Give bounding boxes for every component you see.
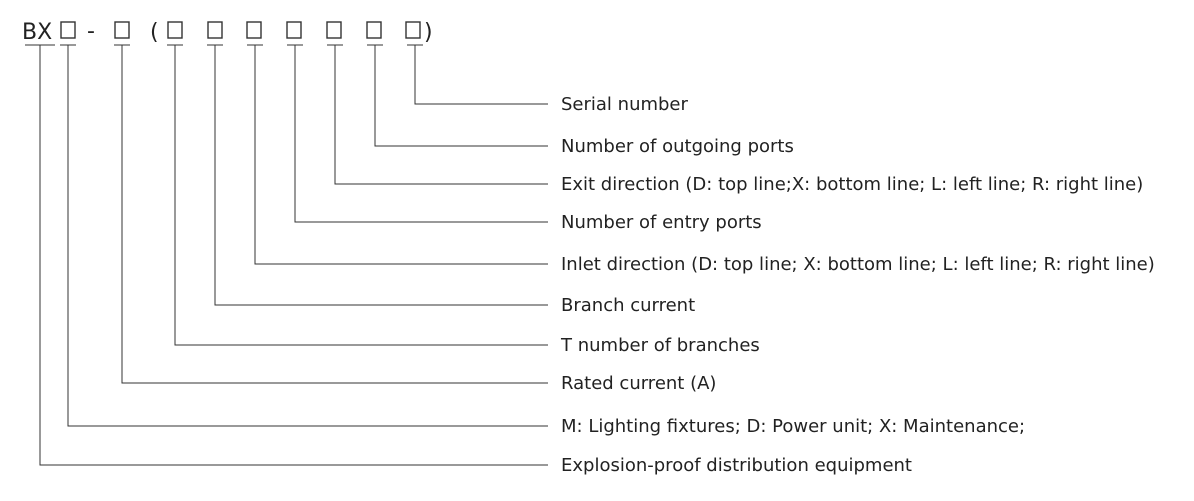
code-close-paren: ) <box>424 20 433 45</box>
code-box-exit-direction <box>326 21 342 39</box>
code-box-type <box>60 21 76 39</box>
field-label: Explosion-proof distribution equipment <box>561 455 912 476</box>
leader-line <box>414 45 548 105</box>
leader-line <box>174 45 548 346</box>
code-box-entry-ports <box>286 21 302 39</box>
leader-line <box>254 45 548 265</box>
leader-lines <box>25 44 548 466</box>
field-label: Number of entry ports <box>561 212 762 233</box>
code-box-branches <box>167 21 183 39</box>
code-box-branch-current <box>207 21 223 39</box>
leader-line <box>214 45 548 306</box>
code-box-inlet-direction <box>246 21 262 39</box>
code-prefix: BX <box>22 20 52 45</box>
leader-line <box>374 45 548 147</box>
leader-line <box>67 45 548 427</box>
field-label: Serial number <box>561 94 689 115</box>
field-labels: Explosion-proof distribution equipment M:… <box>560 94 1155 476</box>
code-dash: - <box>87 19 95 44</box>
code-open-paren: ( <box>150 20 159 45</box>
leader-line <box>121 45 548 384</box>
field-label: Exit direction (D: top line;X: bottom li… <box>561 174 1143 195</box>
field-label: Rated current (A) <box>561 373 716 394</box>
code-box-outgoing-ports <box>366 21 382 39</box>
code-box-rated-current <box>114 21 130 39</box>
field-label: Number of outgoing ports <box>561 136 794 157</box>
field-label: M: Lighting fixtures; D: Power unit; X: … <box>561 416 1025 437</box>
leader-line <box>294 45 548 223</box>
code-box-serial-number <box>405 21 421 39</box>
field-label: Inlet direction (D: top line; X: bottom … <box>561 254 1155 275</box>
field-label: Branch current <box>561 295 695 316</box>
leader-line <box>39 45 548 466</box>
leader-line <box>334 45 548 185</box>
field-label: T number of branches <box>560 335 760 356</box>
